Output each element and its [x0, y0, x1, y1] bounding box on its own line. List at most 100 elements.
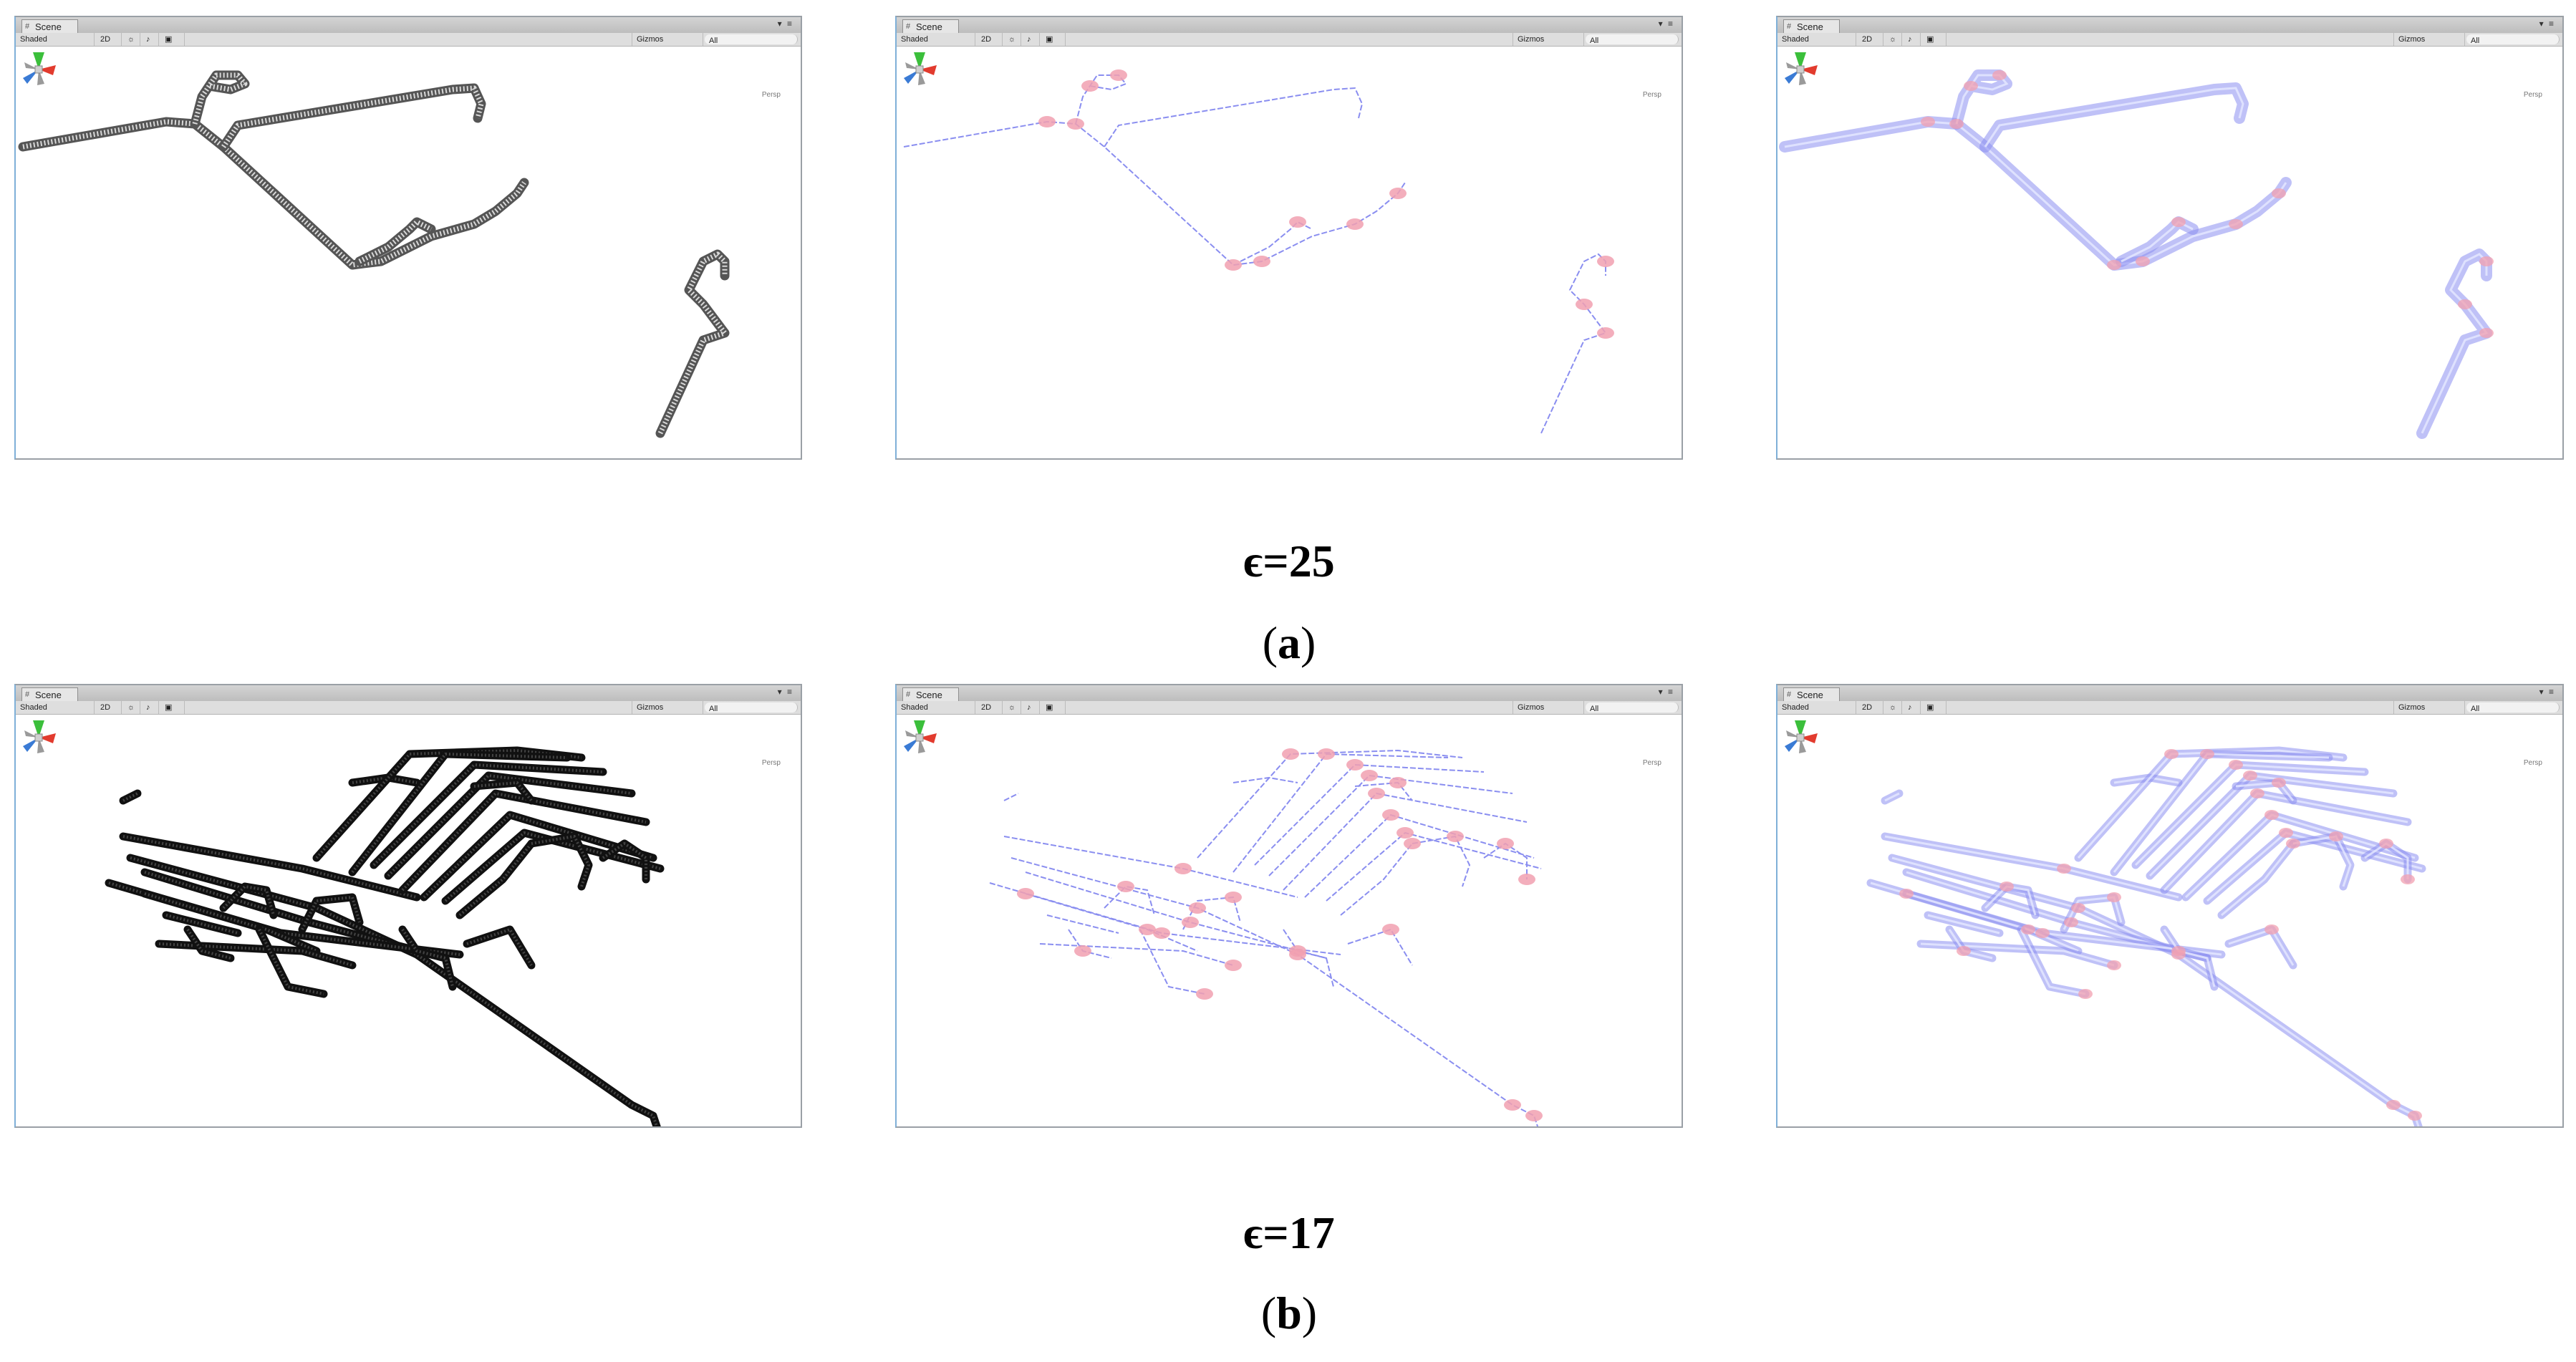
hierarchy-search-input[interactable]: All	[705, 702, 798, 713]
light-icon[interactable]: ☼	[123, 33, 140, 46]
window-menu-icon[interactable]: ▾ ≡	[777, 687, 793, 697]
window-menu-icon[interactable]: ▾ ≡	[1658, 687, 1674, 697]
elbow-joint	[1361, 770, 1378, 781]
hierarchy-search-input[interactable]: All	[705, 34, 798, 45]
scene-tab[interactable]: # Scene	[1783, 19, 1840, 33]
shading-mode-dropdown[interactable]: Shaded	[897, 701, 975, 714]
window-titlebar[interactable]: # Scene ▾ ≡	[897, 17, 1682, 34]
shading-mode-dropdown[interactable]: Shaded	[897, 33, 975, 46]
window-titlebar[interactable]: # Scene ▾ ≡	[1777, 685, 2562, 702]
scene-gizmo-icon[interactable]	[897, 47, 942, 104]
gizmos-dropdown[interactable]: Gizmos	[2393, 33, 2465, 46]
elbow-joint	[2171, 217, 2186, 227]
window-titlebar[interactable]: # Scene ▾ ≡	[1777, 17, 2562, 34]
scene-gizmo-icon[interactable]	[897, 715, 942, 772]
fx-icon[interactable]: ▣	[1041, 701, 1066, 714]
scene-viewport[interactable]: Persp	[897, 47, 1682, 458]
light-icon[interactable]: ☼	[1885, 701, 1902, 714]
gizmos-dropdown[interactable]: Gizmos	[632, 701, 703, 714]
fx-icon[interactable]: ▣	[1922, 33, 1947, 46]
gizmos-dropdown[interactable]: Gizmos	[2393, 701, 2465, 714]
audio-icon[interactable]: ♪	[1023, 701, 1040, 714]
audio-icon[interactable]: ♪	[1904, 701, 1921, 714]
audio-icon[interactable]: ♪	[1023, 33, 1040, 46]
scene-tab[interactable]: # Scene	[21, 687, 78, 701]
window-titlebar[interactable]: # Scene ▾ ≡	[897, 685, 1682, 702]
elbow-joint	[1957, 946, 1971, 956]
projection-label: Persp	[761, 91, 781, 99]
elbow-joint	[2386, 1100, 2401, 1110]
2d-toggle-button[interactable]: 2D	[977, 33, 1003, 46]
window-menu-icon[interactable]: ▾ ≡	[777, 19, 793, 29]
elbow-joint	[1182, 917, 1199, 928]
audio-icon[interactable]: ♪	[142, 33, 159, 46]
elbow-joint	[1396, 827, 1414, 839]
shading-mode-dropdown[interactable]: Shaded	[1777, 701, 1856, 714]
scene-tab[interactable]: # Scene	[21, 19, 78, 33]
point-cloud-texture	[122, 792, 138, 802]
scene-viewport[interactable]: Persp	[897, 715, 1682, 1126]
2d-toggle-button[interactable]: 2D	[96, 701, 122, 714]
shading-mode-dropdown[interactable]: Shaded	[16, 33, 95, 46]
gizmos-dropdown[interactable]: Gizmos	[1513, 33, 1584, 46]
hierarchy-search-input[interactable]: All	[2466, 702, 2560, 713]
pipe-highlight	[1927, 914, 2000, 934]
skeleton-segment	[1232, 776, 1298, 783]
point-cloud-pipe	[140, 889, 321, 955]
gizmos-dropdown[interactable]: Gizmos	[632, 33, 703, 46]
skeleton-segment	[1025, 871, 1327, 959]
light-icon[interactable]: ☼	[123, 701, 140, 714]
fx-icon[interactable]: ▣	[160, 33, 185, 46]
elbow-joint	[2272, 778, 2286, 788]
scene-gizmo-icon[interactable]	[1777, 47, 1823, 104]
light-icon[interactable]: ☼	[1004, 33, 1021, 46]
scene-viewport[interactable]: Persp	[1777, 47, 2562, 458]
scene-viewport[interactable]: Persp	[16, 47, 801, 458]
scene-tab[interactable]: # Scene	[902, 19, 959, 33]
window-menu-icon[interactable]: ▾ ≡	[2539, 19, 2555, 29]
skeleton-segment	[1412, 835, 1471, 887]
hierarchy-search-input[interactable]: All	[2466, 34, 2560, 45]
2d-toggle-button[interactable]: 2D	[977, 701, 1003, 714]
scene-tab-icon: #	[25, 22, 30, 31]
scene-toolbar: Shaded 2D ☼ ♪ ▣ Gizmos All	[16, 33, 801, 47]
elbow-joint	[1949, 119, 1964, 129]
scene-render	[903, 69, 1614, 434]
hierarchy-search-input[interactable]: All	[1586, 702, 1679, 713]
scene-render	[18, 70, 730, 438]
skeleton-segment	[1046, 914, 1119, 934]
scene-tab[interactable]: # Scene	[902, 687, 959, 701]
point-cloud-texture	[387, 774, 632, 877]
elbow-joint	[1139, 924, 1156, 935]
elbow-joint	[2401, 874, 2415, 884]
fx-icon[interactable]: ▣	[1922, 701, 1947, 714]
window-titlebar[interactable]: # Scene ▾ ≡	[16, 685, 801, 702]
shading-mode-dropdown[interactable]: Shaded	[1777, 33, 1856, 46]
shading-mode-dropdown[interactable]: Shaded	[16, 701, 95, 714]
fx-icon[interactable]: ▣	[160, 701, 185, 714]
elbow-joint	[1504, 1099, 1521, 1111]
2d-toggle-button[interactable]: 2D	[1858, 33, 1883, 46]
window-titlebar[interactable]: # Scene ▾ ≡	[16, 17, 801, 34]
light-icon[interactable]: ☼	[1004, 701, 1021, 714]
2d-toggle-button[interactable]: 2D	[96, 33, 122, 46]
scene-gizmo-icon[interactable]	[16, 715, 62, 772]
hierarchy-search-input[interactable]: All	[1586, 34, 1679, 45]
scene-viewport[interactable]: Persp	[16, 715, 801, 1126]
projection-label: Persp	[2523, 91, 2542, 99]
point-cloud-texture	[221, 85, 484, 148]
fx-icon[interactable]: ▣	[1041, 33, 1066, 46]
audio-icon[interactable]: ♪	[1904, 33, 1921, 46]
window-menu-icon[interactable]: ▾ ≡	[1658, 19, 1674, 29]
elbow-joint	[1447, 831, 1464, 842]
scene-tab[interactable]: # Scene	[1783, 687, 1840, 701]
scene-gizmo-icon[interactable]	[1777, 715, 1823, 772]
scene-gizmo-icon[interactable]	[16, 47, 62, 104]
window-menu-icon[interactable]: ▾ ≡	[2539, 687, 2555, 697]
audio-icon[interactable]: ♪	[142, 701, 159, 714]
skeleton-segment	[1283, 929, 1334, 987]
gizmos-dropdown[interactable]: Gizmos	[1513, 701, 1584, 714]
2d-toggle-button[interactable]: 2D	[1858, 701, 1883, 714]
scene-viewport[interactable]: Persp	[1777, 715, 2562, 1126]
light-icon[interactable]: ☼	[1885, 33, 1902, 46]
